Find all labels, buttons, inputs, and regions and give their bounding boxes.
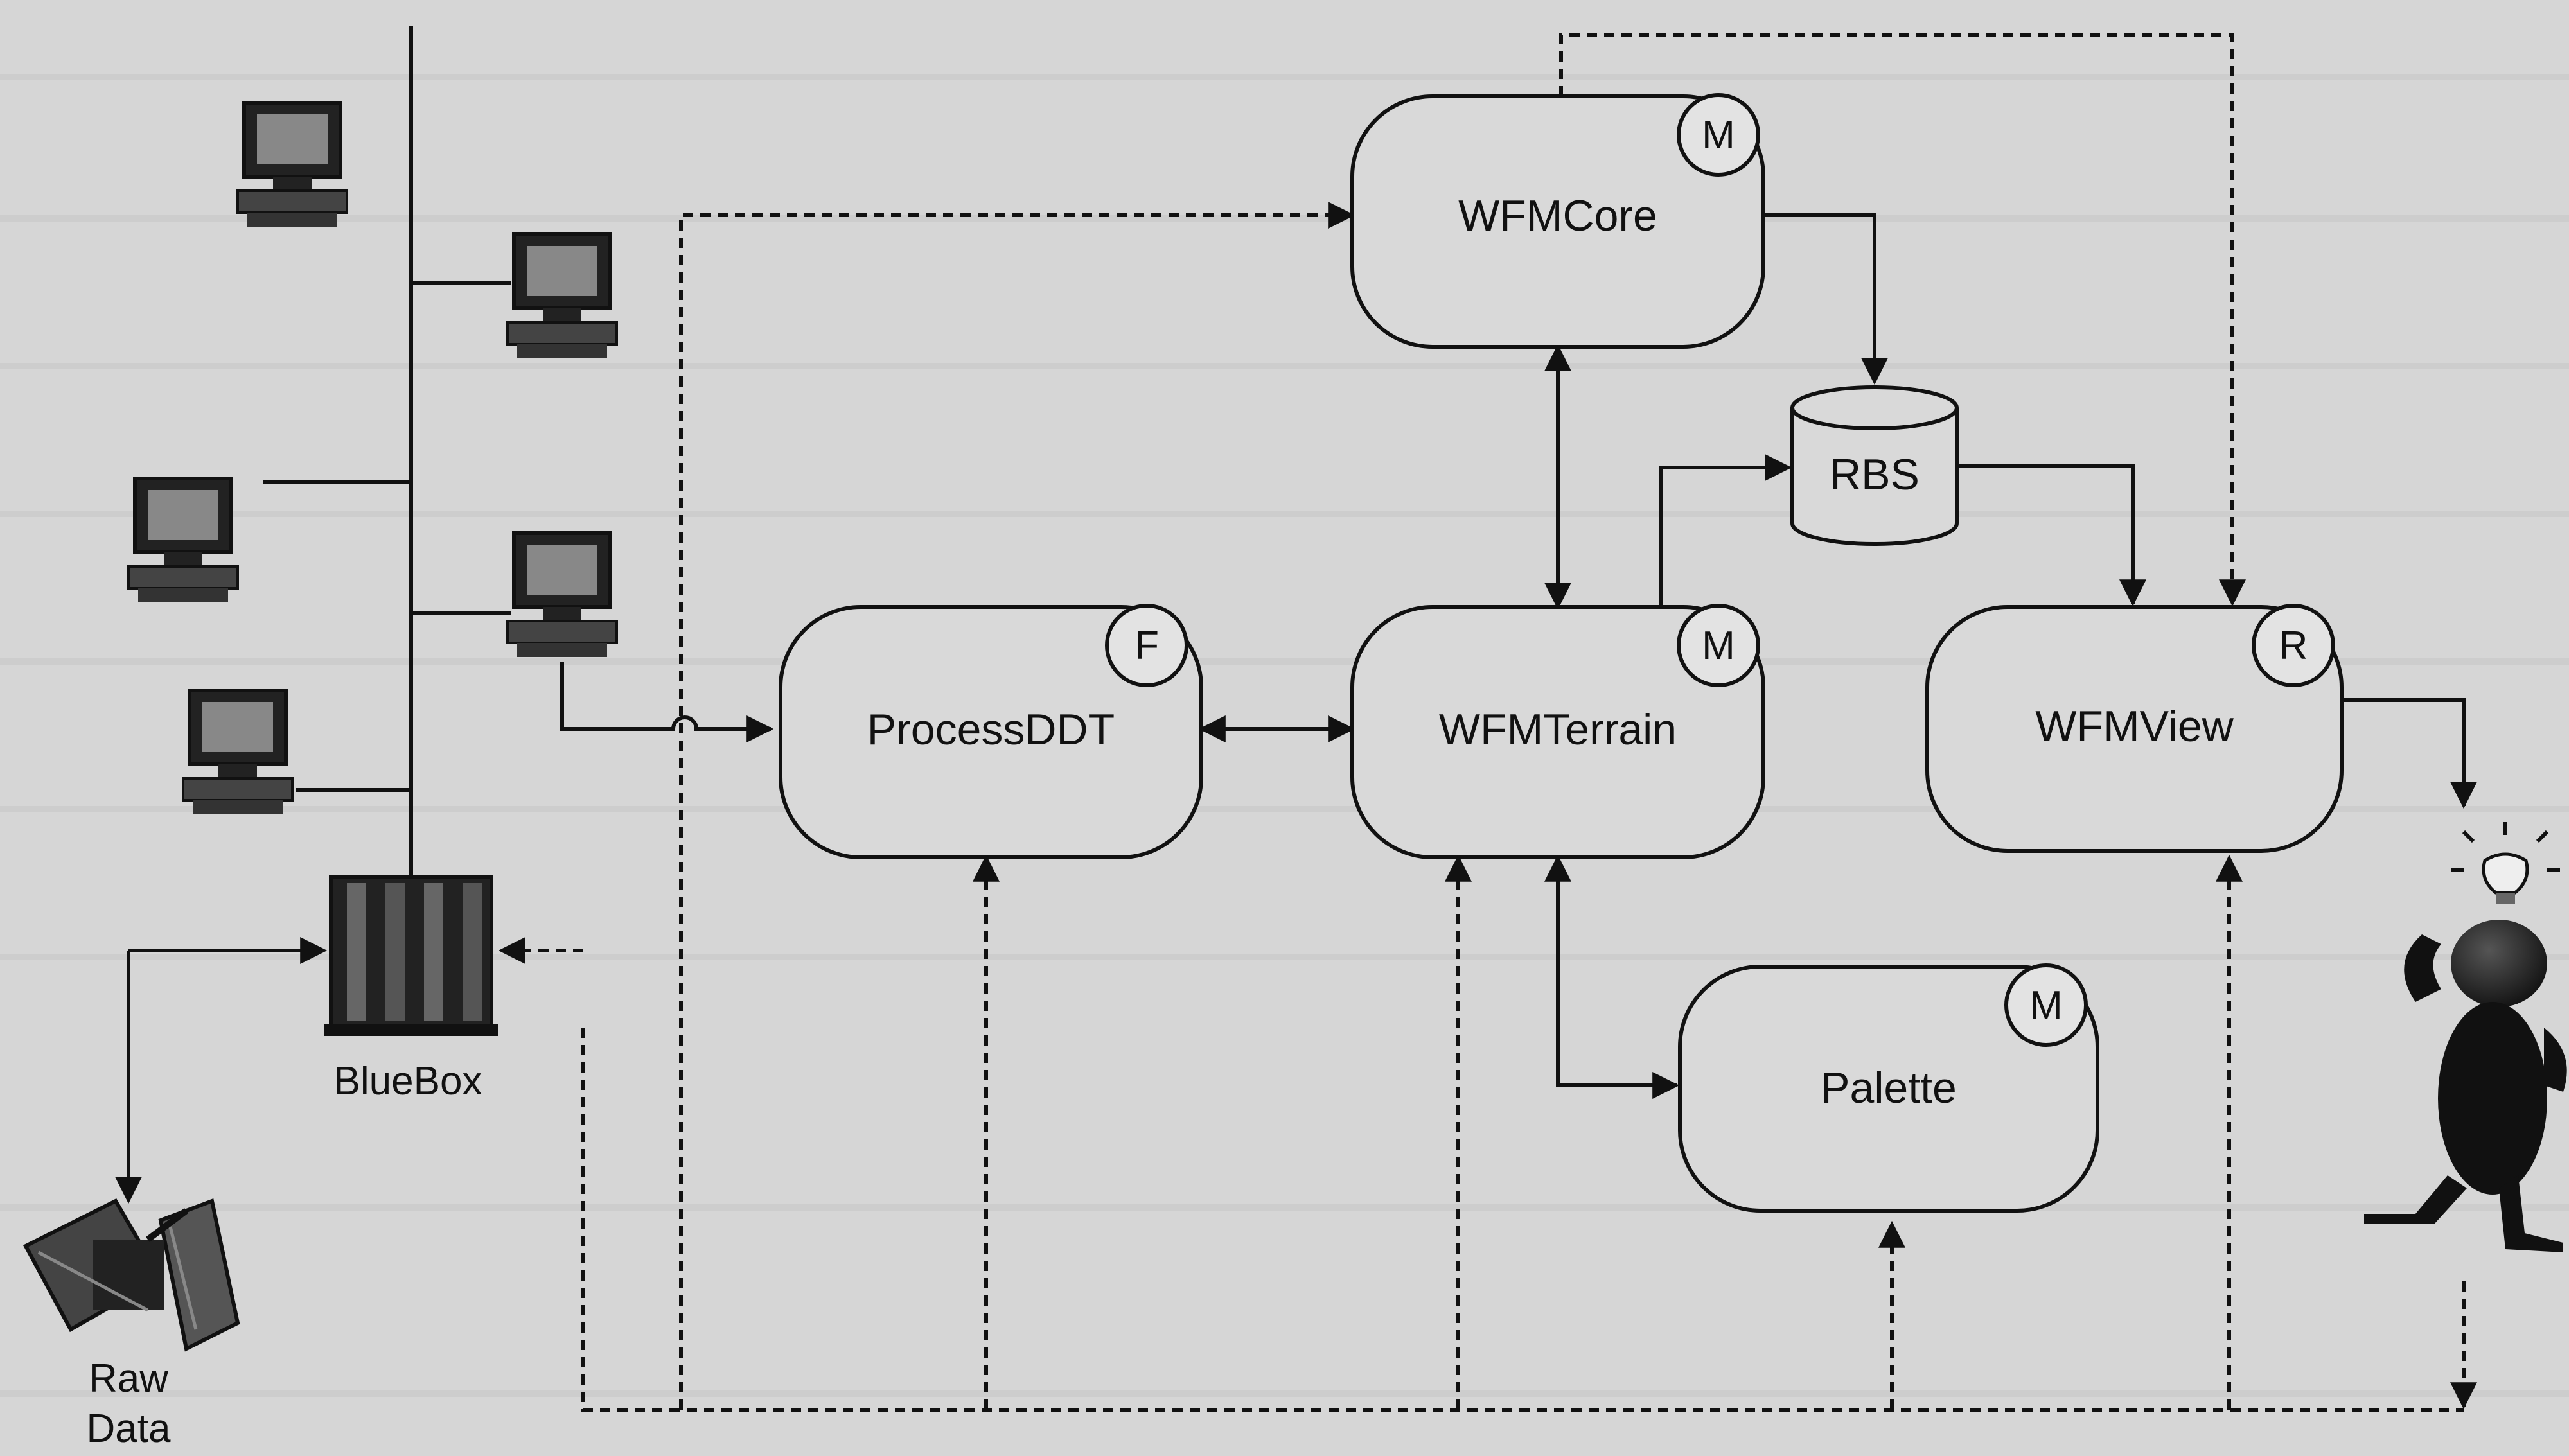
- processddt-badge: F: [1134, 624, 1159, 668]
- dashed-connectors: [498, 33, 2477, 1412]
- raw-data-label-line2: Data: [86, 1407, 171, 1451]
- satellite-icon: [22, 1198, 240, 1352]
- computer-icon: [506, 531, 618, 657]
- computer-icon: [127, 477, 239, 602]
- wfmterrain-label: WFMTerrain: [1438, 705, 1677, 754]
- wfmcore-badge: M: [1702, 113, 1735, 157]
- rbs-label: RBS: [1830, 450, 1920, 499]
- node-processddt: [779, 604, 1203, 859]
- node-palette: [1678, 963, 2099, 1213]
- server-icon: [324, 875, 498, 1036]
- node-wfmterrain: [1350, 604, 1765, 859]
- processddt-label: ProcessDDT: [867, 705, 1115, 754]
- computer-icon: [236, 101, 348, 227]
- palette-label: Palette: [1821, 1064, 1957, 1112]
- raw-data-label-line1: Raw: [88, 1356, 169, 1401]
- user-figure-icon: [2364, 822, 2567, 1252]
- node-wfmcore: [1350, 93, 1765, 349]
- network-lines: [263, 26, 511, 886]
- wfmterrain-badge: M: [1702, 624, 1735, 668]
- computer-icon: [506, 232, 618, 358]
- node-wfmview: [1925, 604, 2344, 853]
- wfmcore-label: WFMCore: [1458, 191, 1657, 240]
- database-icon: [1790, 385, 1959, 546]
- bluebox-label: BlueBox: [333, 1059, 482, 1103]
- solid-connectors: [115, 213, 2477, 1204]
- wfmview-label: WFMView: [2035, 702, 2234, 751]
- computer-icon: [182, 689, 294, 814]
- wfmview-badge: R: [2279, 624, 2308, 668]
- palette-badge: M: [2029, 983, 2063, 1028]
